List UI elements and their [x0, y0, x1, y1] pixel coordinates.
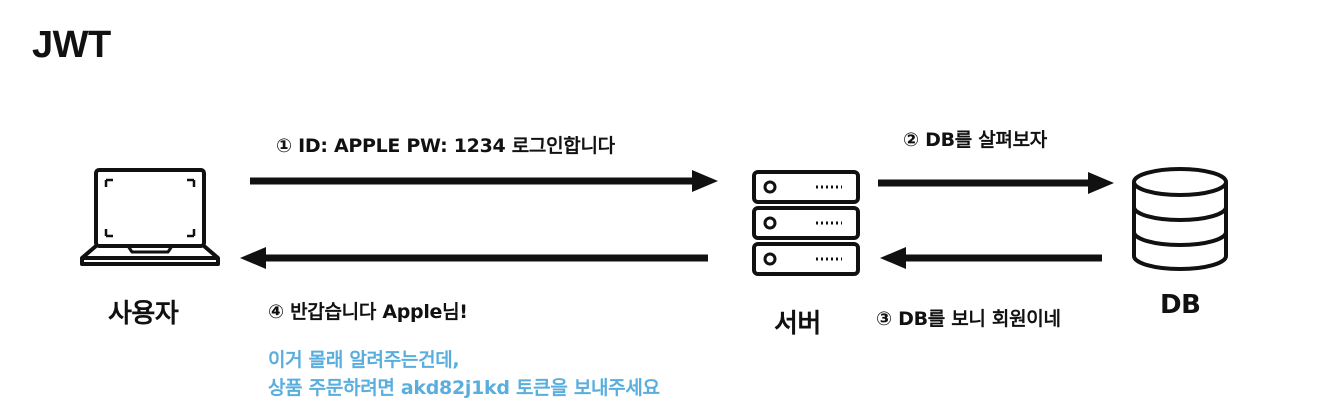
database-icon [1132, 167, 1228, 271]
arrow-welcome-response [240, 247, 708, 269]
arrow-db-result [880, 247, 1102, 269]
step-4-label: ④ 반갑습니다 Apple님! [268, 301, 468, 323]
token-note-line-1: 이거 몰래 알려주는건데, [268, 349, 460, 371]
step-1-label: ① ID: APPLE PW: 1234 로그인합니다 [276, 135, 615, 157]
node-label-db: DB [1160, 290, 1201, 320]
arrow-login-request [250, 170, 718, 192]
token-note: 이거 몰래 알려주는건데, 상품 주문하려면 akd82j1kd 토큰을 보내주… [268, 346, 660, 402]
node-label-user: 사용자 [108, 299, 179, 329]
step-3-label: ③ DB를 보니 회원이네 [876, 308, 1061, 330]
token-note-line-2: 상품 주문하려면 akd82j1kd 토큰을 보내주세요 [268, 377, 660, 399]
laptop-icon [80, 168, 220, 266]
page-title: JWT [32, 24, 111, 66]
arrow-db-lookup [878, 172, 1114, 194]
server-rack-icon [752, 170, 860, 276]
step-2-label: ② DB를 살펴보자 [903, 129, 1047, 151]
node-label-server: 서버 [774, 309, 821, 339]
